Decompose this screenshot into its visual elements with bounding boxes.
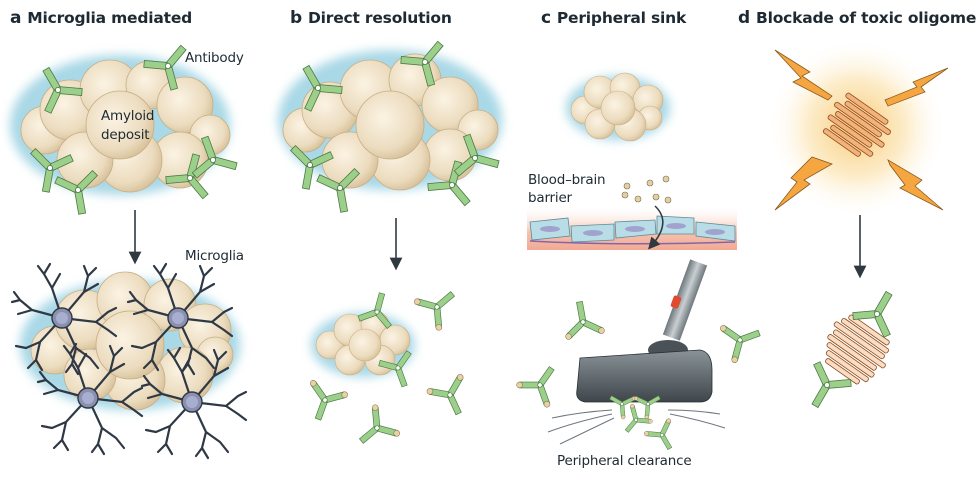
amyloid-label-line1: Amyloid	[101, 108, 155, 124]
microglia-label: Microglia	[185, 248, 244, 264]
lightning-bolt-icon	[774, 49, 949, 211]
amyloid-particles	[621, 175, 672, 204]
panel-b-letter: b	[290, 8, 302, 28]
blood-brain-barrier	[527, 175, 737, 250]
antibody-icon	[424, 372, 477, 422]
amyloid-label-line2: deposit	[101, 127, 150, 143]
panel-c-title: c Peripheral sink	[541, 8, 686, 28]
panel-b-small-deposit	[311, 288, 422, 393]
panel-a-bottom-deposit	[10, 262, 248, 460]
panel-d-heading: Blockade of toxic oligomers	[755, 9, 977, 27]
antibody-icon	[514, 356, 569, 410]
bbb-label-line2: barrier	[528, 190, 572, 206]
antibody-label: Antibody	[185, 50, 244, 66]
antibody-icon	[298, 378, 350, 426]
vacuum-cleaner-icon	[547, 259, 726, 456]
bbb-label-line1: Blood–brain	[528, 172, 606, 188]
antibody-icon	[718, 313, 766, 365]
peripheral-clearance-label: Peripheral clearance	[557, 453, 692, 469]
panel-d-blocked-oligomer	[795, 281, 909, 418]
panel-b-heading: Direct resolution	[307, 9, 452, 27]
panel-c-letter: c	[541, 8, 551, 28]
panel-a-title: a Microglia mediated	[10, 8, 192, 28]
panel-a-letter: a	[10, 8, 22, 28]
panel-c-deposit	[566, 72, 670, 142]
antibody-icon	[559, 298, 606, 341]
panel-b-title: b Direct resolution	[290, 8, 452, 28]
panel-a-heading: Microglia mediated	[27, 9, 193, 27]
antibody-icon	[795, 359, 855, 418]
panel-d-letter: d	[738, 8, 750, 28]
panel-b-top-deposit	[278, 50, 502, 191]
panel-c-heading: Peripheral sink	[556, 9, 687, 27]
panel-d-title: d Blockade of toxic oligomers	[738, 8, 977, 28]
curved-arrow-icon	[648, 205, 664, 250]
panel-d-toxic-oligomer	[767, 38, 949, 218]
antibody-icon	[348, 402, 403, 457]
antibody-icon	[411, 278, 466, 333]
